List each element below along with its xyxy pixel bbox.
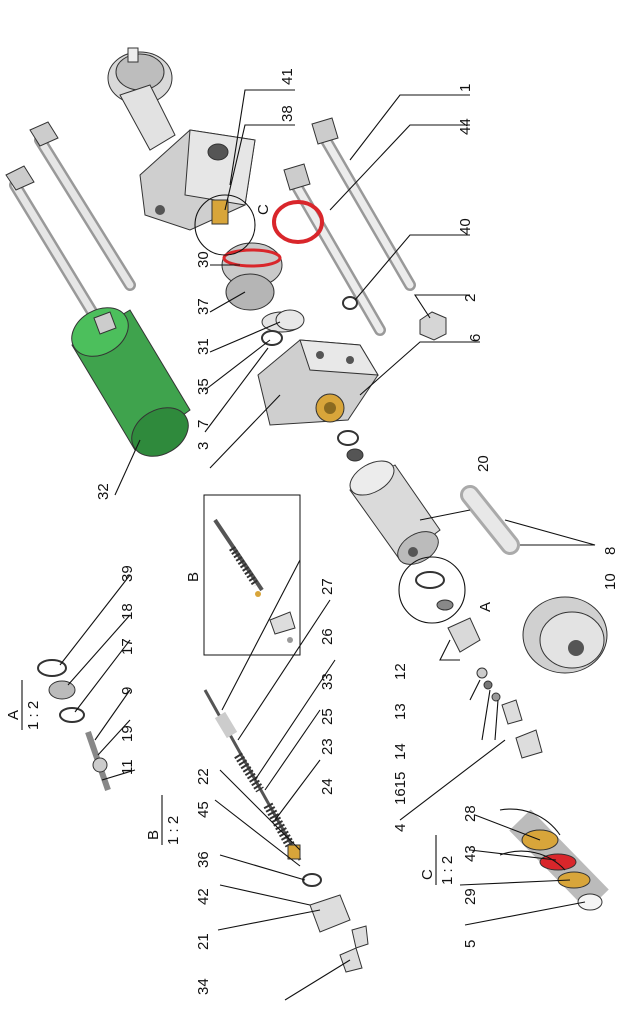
detail-title-b: B 1 : 2	[145, 795, 182, 845]
detail-b-letter: B	[145, 830, 162, 840]
callout-9: 9	[119, 687, 136, 695]
callout-20: 20	[475, 455, 492, 472]
detail-title-c: C 1 : 2	[419, 835, 456, 885]
detail-c-scale: 1 : 2	[439, 856, 456, 885]
marker-a: A	[477, 602, 494, 612]
front-block	[257, 339, 379, 426]
callout-24: 24	[319, 778, 336, 795]
detail-circle-a	[398, 556, 466, 624]
callout-2: 2	[462, 294, 479, 302]
callout-25: 25	[319, 708, 336, 725]
detail-a-scale: 1 : 2	[25, 701, 42, 730]
spring-assembly	[203, 689, 369, 973]
callout-5: 5	[462, 940, 479, 948]
callout-23: 23	[319, 738, 336, 755]
callout-7: 7	[195, 420, 212, 428]
detail-circle-c	[194, 194, 256, 256]
callout-19: 19	[119, 725, 136, 742]
tie-rods	[5, 117, 416, 336]
pin-8	[460, 485, 520, 555]
detail-a-letter: A	[5, 710, 22, 720]
callout-28: 28	[462, 805, 479, 822]
marker-b: B	[185, 572, 202, 582]
nut-2	[419, 311, 447, 341]
green-barrel	[71, 307, 191, 457]
small-valve-parts	[415, 571, 543, 759]
callout-40: 40	[457, 218, 474, 235]
callout-3: 3	[195, 442, 212, 450]
callout-36: 36	[195, 851, 212, 868]
callout-11: 11	[119, 759, 136, 775]
callout-45: 45	[195, 801, 212, 818]
callout-43: 43	[462, 845, 479, 862]
callout-6: 6	[467, 334, 484, 342]
callout-13: 13	[392, 703, 409, 720]
washers-near-front	[261, 309, 364, 462]
callout-21: 21	[195, 933, 212, 950]
callout-39: 39	[119, 565, 136, 582]
callout-42: 42	[195, 888, 212, 905]
detail-c-letter: C	[419, 869, 436, 880]
marker-c: C	[255, 204, 272, 215]
callout-12: 12	[392, 663, 409, 680]
callout-44: 44	[457, 118, 474, 135]
callout-8: 8	[602, 547, 619, 555]
callout-34: 34	[195, 978, 212, 995]
callout-1: 1	[457, 84, 474, 92]
ring-40	[342, 296, 358, 310]
callout-27: 27	[319, 578, 336, 595]
callout-14: 14	[392, 743, 409, 760]
callout-38: 38	[279, 105, 296, 122]
callout-29: 29	[462, 888, 479, 905]
callout-30: 30	[195, 251, 212, 268]
callout-32: 32	[95, 483, 112, 500]
callout-22: 22	[195, 768, 212, 785]
callout-35: 35	[195, 378, 212, 395]
leader-lines	[59, 89, 596, 1001]
end-flange-top	[107, 47, 176, 151]
callout-4: 4	[392, 824, 409, 832]
callout-18: 18	[119, 603, 136, 620]
callout-26: 26	[319, 628, 336, 645]
callout-33: 33	[319, 673, 336, 690]
o-ring-44	[272, 200, 324, 244]
callout-10: 10	[602, 573, 619, 590]
sleeve-20	[349, 460, 441, 565]
detail-b-scale: 1 : 2	[165, 816, 182, 845]
callout-17: 17	[119, 638, 136, 655]
flange-nut-10	[522, 596, 608, 674]
callout-37: 37	[195, 298, 212, 315]
callout-41: 41	[279, 68, 296, 85]
detail-b-contents	[213, 518, 296, 643]
detail-a-parts	[37, 659, 111, 791]
detail-title-a: A 1 : 2	[5, 680, 42, 730]
callout-labels: 1 44 40 2 6 41 38 C 30 37 31 35 7 3 32 2…	[95, 68, 619, 995]
callout-31: 31	[195, 338, 212, 355]
detail-box-b	[203, 494, 301, 656]
callout-1615: 1615	[392, 772, 409, 805]
